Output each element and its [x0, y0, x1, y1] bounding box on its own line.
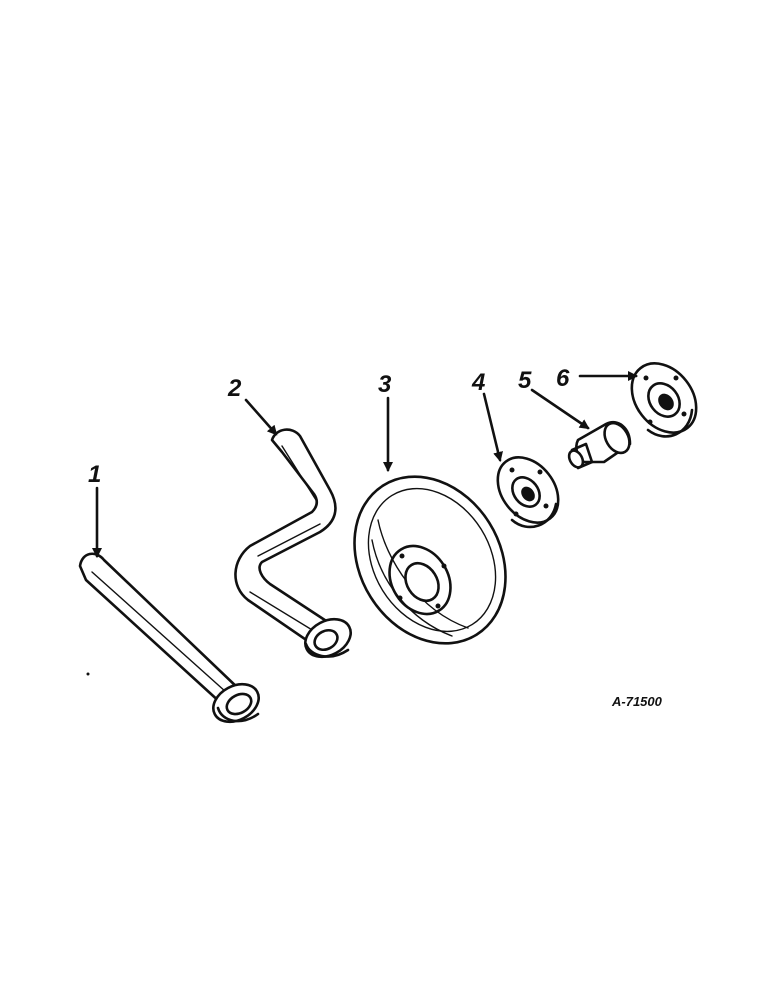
part-5-spindle — [567, 421, 632, 470]
part-2-cranked-arm — [234, 428, 352, 659]
callout-2: 2 — [227, 375, 242, 402]
callout-1: 1 — [88, 461, 101, 488]
scan-speck — [86, 672, 90, 676]
callout-4: 4 — [471, 369, 485, 396]
callout-6: 6 — [556, 365, 570, 392]
callout-5: 5 — [518, 367, 532, 394]
reference-number: A-71500 — [611, 694, 663, 709]
part-6-flange — [630, 362, 698, 438]
leader-arrows — [92, 371, 638, 558]
leader-arrow-2 — [244, 398, 278, 436]
leader-arrow-5 — [530, 388, 590, 430]
part-1-straight-arm — [78, 552, 260, 724]
callout-3: 3 — [378, 371, 392, 398]
part-4-flange — [496, 456, 560, 529]
callout-labels: 1 2 3 4 5 6 — [88, 365, 570, 488]
leader-arrow-4 — [482, 392, 503, 462]
part-3-disc — [353, 475, 507, 645]
